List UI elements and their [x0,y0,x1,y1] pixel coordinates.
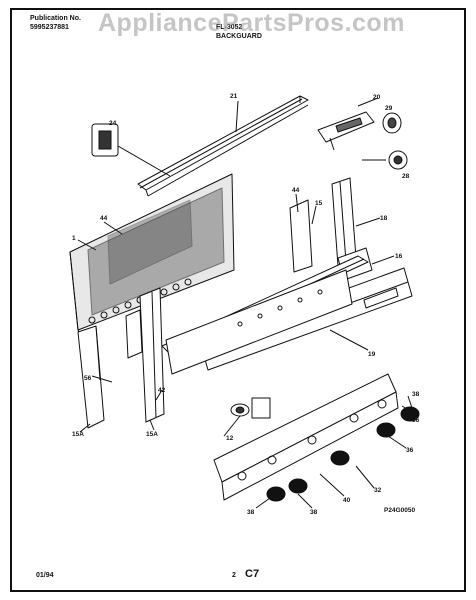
part-15a-left-bracket [125,287,165,423]
part-20-timer-bracket [317,97,408,170]
callout-21: 21 [230,93,238,100]
page-frame [10,8,466,592]
leader-lines [77,193,413,509]
callout-1: 1 [72,235,76,242]
callout-44-right: 44 [292,187,300,194]
callout-38-bottom-left: 38 [247,509,255,516]
control-knobs [266,406,420,502]
watermark-text: AppliancePartsPros.com [98,9,405,37]
callout-36-upper: 36 [412,417,420,424]
callout-16: 16 [395,253,403,260]
callout-20: 20 [373,94,381,101]
publication-label: Publication No. [30,15,81,22]
callout-42: 42 [158,387,166,394]
callout-29: 29 [385,105,393,112]
part-15-right-bracket [289,177,357,273]
model-number: FL-3052 [216,24,243,31]
part-15a-left-end-cap [77,325,105,429]
drawing-reference: P24G0050 [384,507,415,514]
callout-38-bottom: 38 [310,509,318,516]
callout-15a-left: 15A [72,431,84,438]
callout-15a-right: 15A [146,431,158,438]
footer-page-number: 2 [232,572,236,579]
callout-32: 32 [374,487,382,494]
footer-date: 01/94 [36,572,54,579]
part-24-switch [91,123,171,177]
part-control-board [165,269,353,375]
callout-40: 40 [343,497,351,504]
footer-page-code: C7 [245,568,260,580]
callout-36-lower: 36 [406,447,414,454]
callout-44-left: 44 [100,215,108,222]
callout-12: 12 [226,435,234,442]
section-title: BACKGUARD [216,33,262,40]
callout-18: 18 [380,215,388,222]
part-1-rear-panel [69,173,235,341]
part-21-top-trim [137,95,309,197]
publication-number: 5995237881 [30,24,69,31]
callout-28: 28 [402,173,410,180]
callout-24: 24 [109,120,117,127]
part-12-infinite-switch [223,397,271,437]
callout-56: 56 [84,375,92,382]
callout-15: 15 [315,200,323,207]
callout-19: 19 [368,351,376,358]
callout-38-top: 38 [412,391,420,398]
part-32-manifold-panel [213,373,399,501]
